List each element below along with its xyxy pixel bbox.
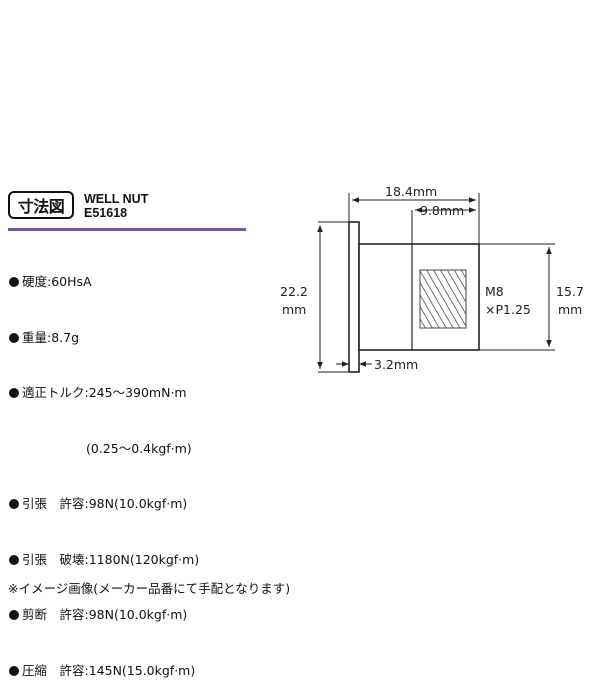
dimension-diagram-badge: 寸法図 bbox=[8, 191, 74, 219]
spec-torque: 適正トルク:245～390mN·m bbox=[8, 384, 199, 403]
spec-tension-break: 引張 破壊:1180N(120kgf·m) bbox=[8, 551, 199, 570]
body-length-label: 9.8mm bbox=[420, 203, 464, 218]
flange-diameter-unit: mm bbox=[282, 302, 306, 317]
thread-pitch-label: ×P1.25 bbox=[485, 302, 531, 317]
spec-tension-allow: 引張 許容:98N(10.0kgf·m) bbox=[8, 495, 199, 514]
overall-length-label: 18.4mm bbox=[385, 184, 437, 199]
well-nut-drawing: 18.4mm 9.8mm 22.2 mm 15.7 mm 3.2mm M8 ×P… bbox=[280, 184, 584, 373]
extension-lines bbox=[318, 193, 555, 373]
body-diameter-unit: mm bbox=[558, 302, 582, 317]
dimension-lines bbox=[317, 197, 552, 369]
spec-compression-allow: 圧縮 許容:145N(15.0kgf·m) bbox=[8, 662, 199, 681]
product-title: WELL NUT E51618 bbox=[84, 192, 148, 220]
spec-torque-kgf: (0.25～0.4kgf·m) bbox=[86, 440, 192, 456]
flange-thickness-label: 3.2mm bbox=[374, 357, 418, 372]
thread-size-label: M8 bbox=[485, 284, 504, 299]
product-name: WELL NUT bbox=[84, 192, 149, 206]
spec-weight: 重量:8.7g bbox=[8, 329, 199, 348]
flange-diameter-value: 22.2 bbox=[280, 284, 308, 299]
image-note: ※イメージ画像(メーカー品番にて手配となります) bbox=[8, 581, 291, 596]
spec-shear-allow: 剪断 許容:98N(10.0kgf·m) bbox=[8, 606, 199, 625]
thread-section bbox=[419, 269, 467, 329]
body-diameter-value: 15.7 bbox=[556, 284, 584, 299]
product-code: E51618 bbox=[84, 206, 128, 220]
nut-flange bbox=[348, 221, 360, 373]
spec-hardness: 硬度:60HsA bbox=[8, 273, 199, 292]
header-divider bbox=[8, 228, 246, 231]
